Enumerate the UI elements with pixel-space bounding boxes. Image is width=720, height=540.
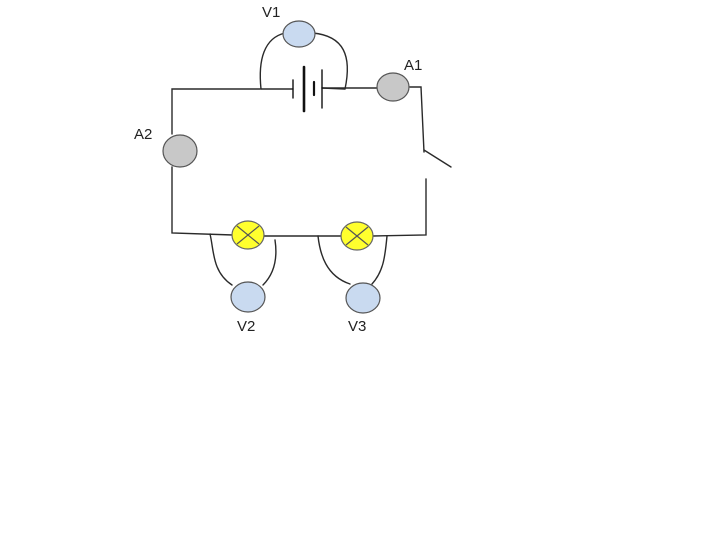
switch-blade [423, 149, 452, 168]
voltmeter-v2-label: V2 [237, 318, 255, 335]
voltmeter-v1-label: V1 [262, 4, 280, 21]
ammeter-a2 [162, 134, 198, 168]
voltmeter-v2 [230, 281, 266, 313]
ammeter-a1-label: A1 [404, 57, 422, 74]
lamp-1 [231, 220, 265, 250]
wire-v3-left [317, 235, 351, 285]
wire-v3-right [371, 235, 388, 285]
wire-v1-left [259, 32, 286, 90]
wire-v1-right [312, 32, 349, 90]
wire-top-left [171, 88, 261, 135]
voltmeter-v1 [282, 20, 316, 48]
voltmeter-v3 [345, 282, 381, 314]
lamp-2-cross-b [345, 226, 369, 246]
wire-v2-left [209, 233, 233, 286]
wire-battery-right [321, 87, 346, 90]
lamp-2 [340, 221, 374, 251]
battery [292, 65, 323, 113]
ammeter-a1 [376, 72, 410, 102]
wire-right-top [409, 86, 425, 153]
lamp-1-cross-b [236, 225, 260, 245]
wire-bottom-right [372, 178, 427, 237]
wire-v2-right [262, 239, 277, 286]
ammeter-a2-label: A2 [134, 126, 152, 143]
voltmeter-v3-label: V3 [348, 318, 366, 335]
wire-left-bottom [171, 166, 234, 236]
wires [171, 32, 452, 286]
